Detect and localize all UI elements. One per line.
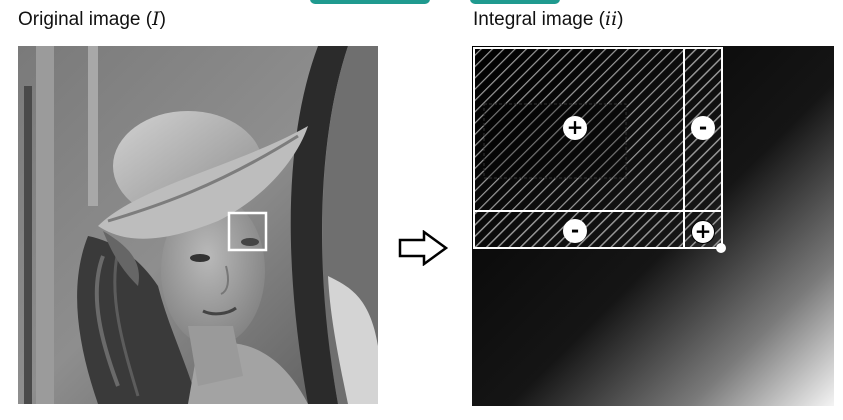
minus-sign-right-column: - — [691, 116, 715, 140]
integral-image: + - - + — [472, 46, 834, 406]
plus-sign-corner-cell: + — [691, 220, 715, 244]
minus-sign-bottom-row: - — [563, 219, 587, 243]
original-image — [18, 46, 378, 404]
plus-sign-top-left-region: + — [563, 116, 587, 140]
corner-point-marker — [716, 243, 726, 253]
outlined-right-arrow-icon — [398, 229, 450, 267]
integral-image-title: Integral image (ii) — [473, 8, 624, 30]
original-image-title: Original image (I) — [18, 8, 166, 30]
decorative-top-accent — [300, 0, 600, 6]
